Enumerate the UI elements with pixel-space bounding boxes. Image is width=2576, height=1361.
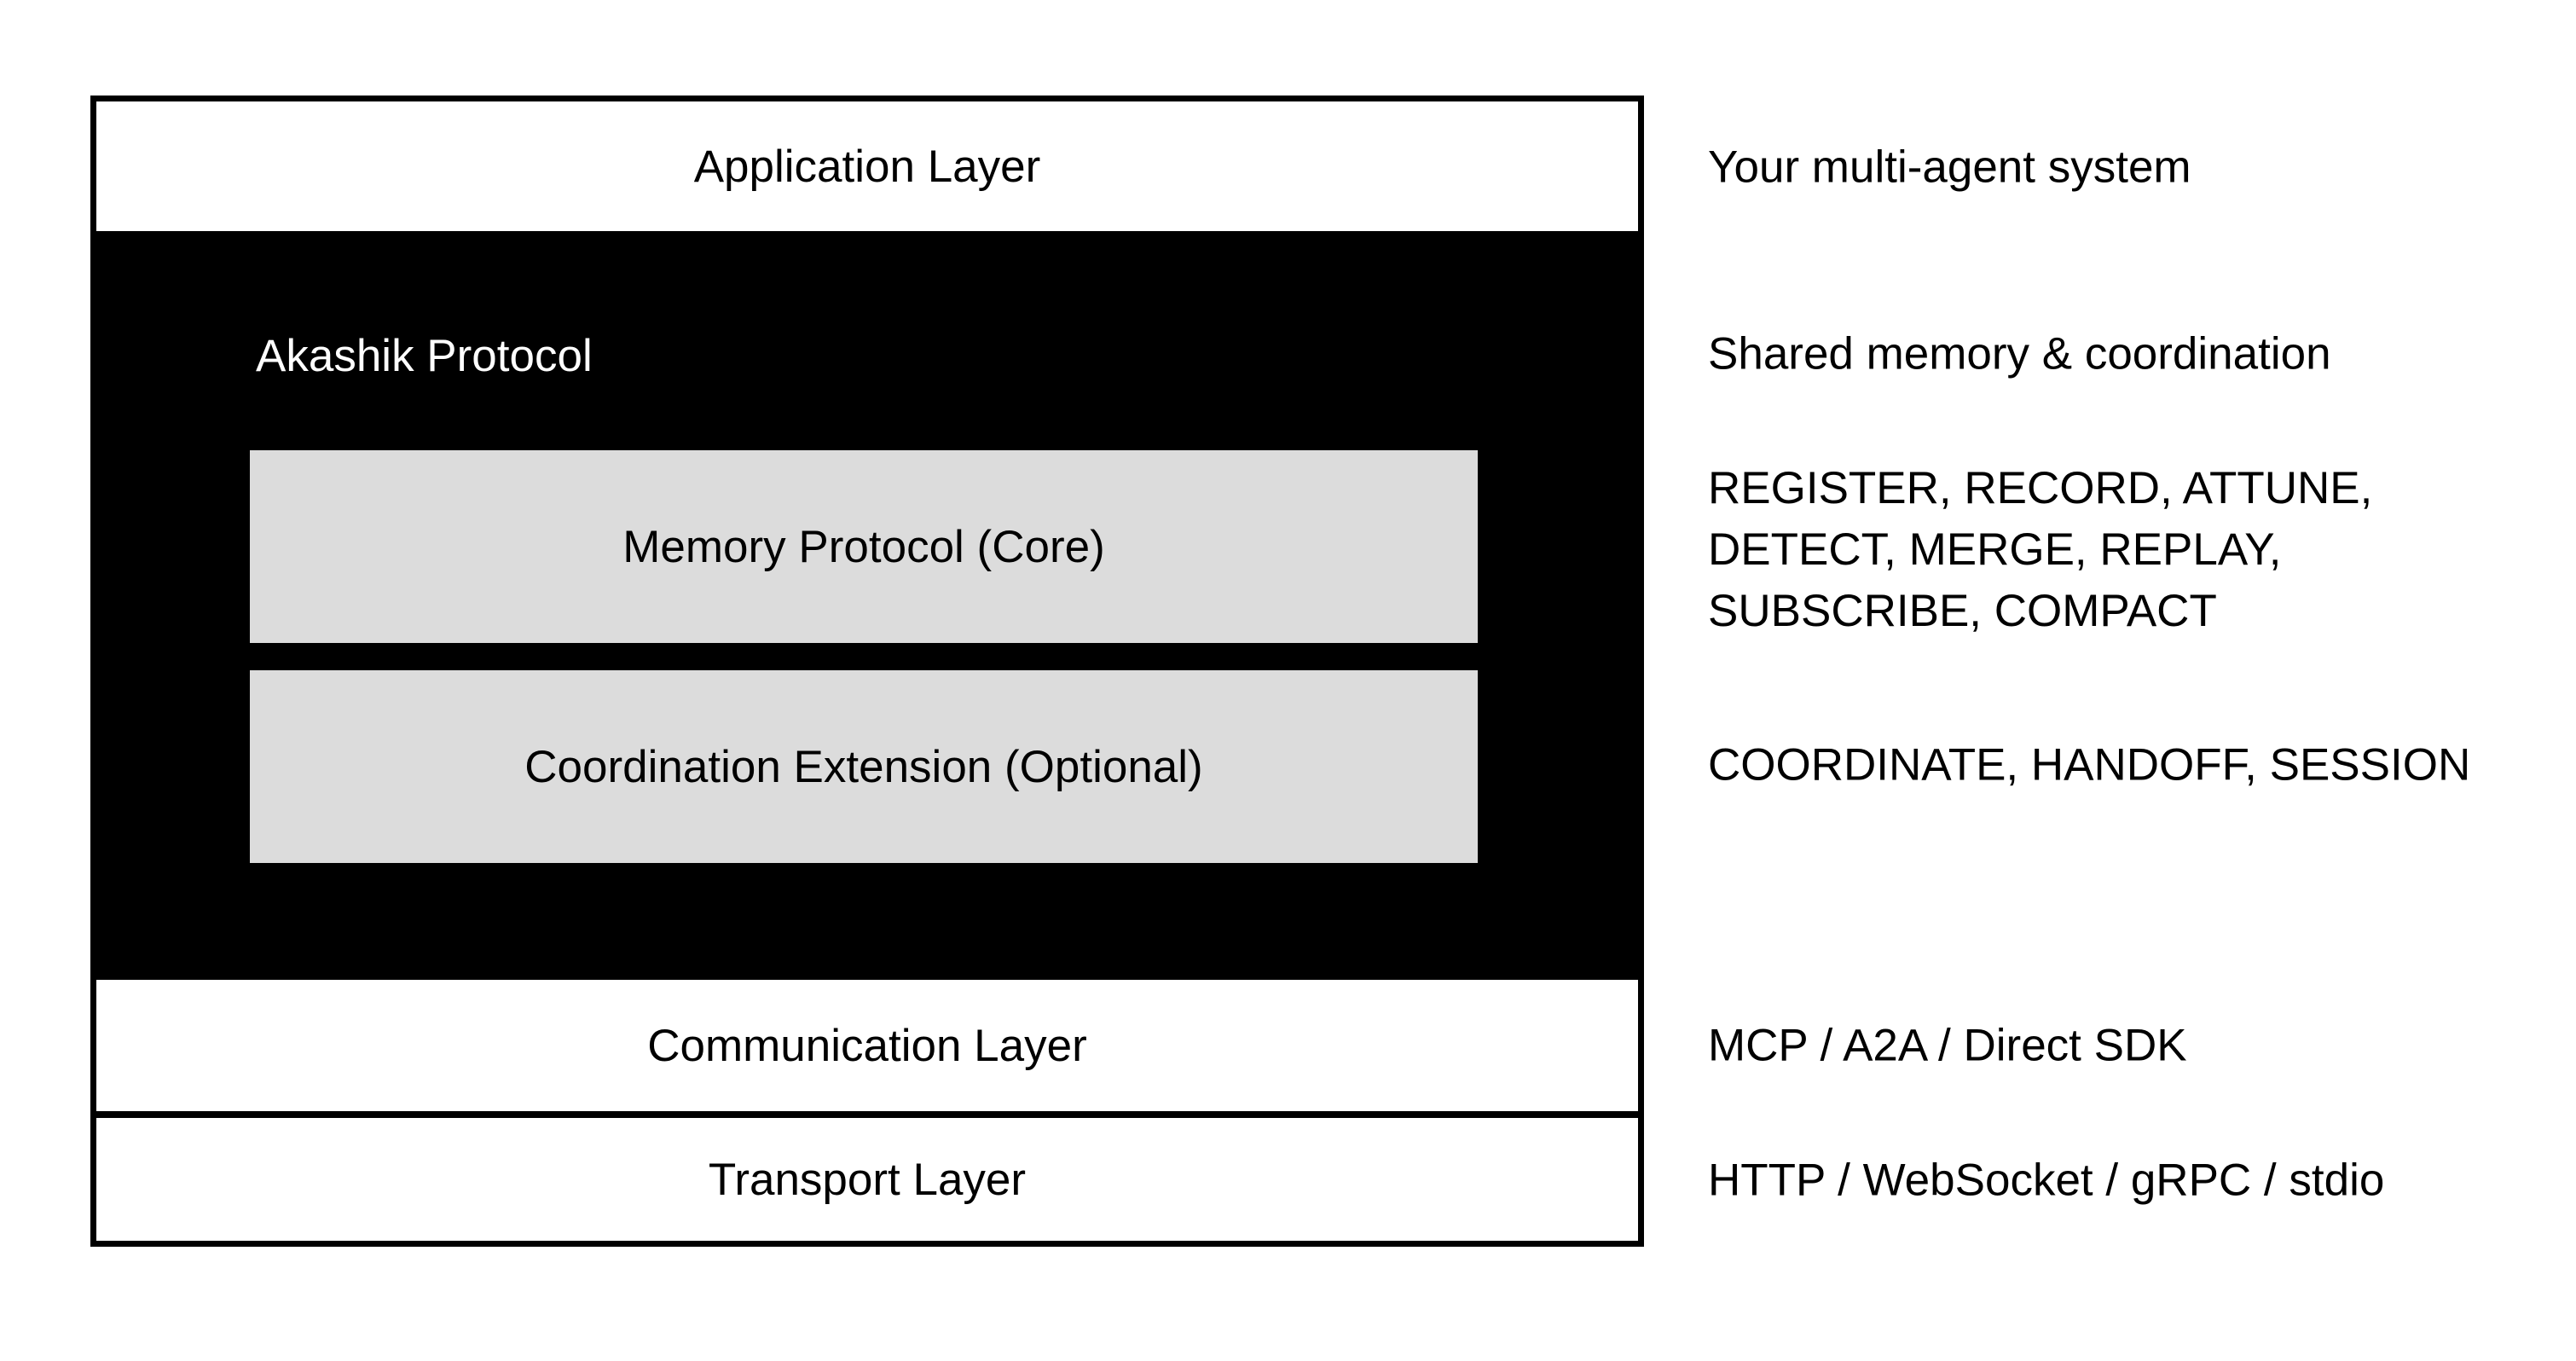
memory-protocol-core-label: Memory Protocol (Core) xyxy=(622,521,1105,572)
application-layer-label: Application Layer xyxy=(693,141,1041,192)
memory-protocol-core-box: Memory Protocol (Core) xyxy=(250,450,1478,643)
coordination-extension-label: Coordination Extension (Optional) xyxy=(524,741,1203,792)
memory-verbs-line-1: REGISTER, RECORD, ATTUNE, xyxy=(1708,463,2373,513)
communication-layer-label: Communication Layer xyxy=(647,1020,1087,1071)
transport-layer-box: Transport Layer xyxy=(96,1111,1638,1241)
coordination-extension-annotation: COORDINATE, HANDOFF, SESSION xyxy=(1708,739,2471,791)
akashik-protocol-annotation: Shared memory & coordination xyxy=(1708,328,2331,379)
application-layer-box: Application Layer xyxy=(96,101,1638,231)
akashik-protocol-box: Akashik Protocol Memory Protocol (Core) … xyxy=(96,231,1638,980)
protocol-stack-diagram: Application Layer Akashik Protocol Memor… xyxy=(90,96,1644,1247)
akashik-protocol-label: Akashik Protocol xyxy=(256,331,593,381)
memory-protocol-verbs-annotation: REGISTER, RECORD, ATTUNE, DETECT, MERGE,… xyxy=(1708,458,2372,642)
application-layer-annotation: Your multi-agent system xyxy=(1708,142,2191,193)
transport-layer-annotation: HTTP / WebSocket / gRPC / stdio xyxy=(1708,1155,2385,1206)
communication-layer-annotation: MCP / A2A / Direct SDK xyxy=(1708,1020,2187,1071)
memory-verbs-line-3: SUBSCRIBE, COMPACT xyxy=(1708,586,2217,636)
transport-layer-label: Transport Layer xyxy=(708,1154,1027,1205)
annotations-column: Your multi-agent system Shared memory & … xyxy=(1708,0,2576,1361)
coordination-extension-box: Coordination Extension (Optional) xyxy=(250,670,1478,863)
communication-layer-box: Communication Layer xyxy=(96,980,1638,1111)
memory-verbs-line-2: DETECT, MERGE, REPLAY, xyxy=(1708,524,2282,575)
